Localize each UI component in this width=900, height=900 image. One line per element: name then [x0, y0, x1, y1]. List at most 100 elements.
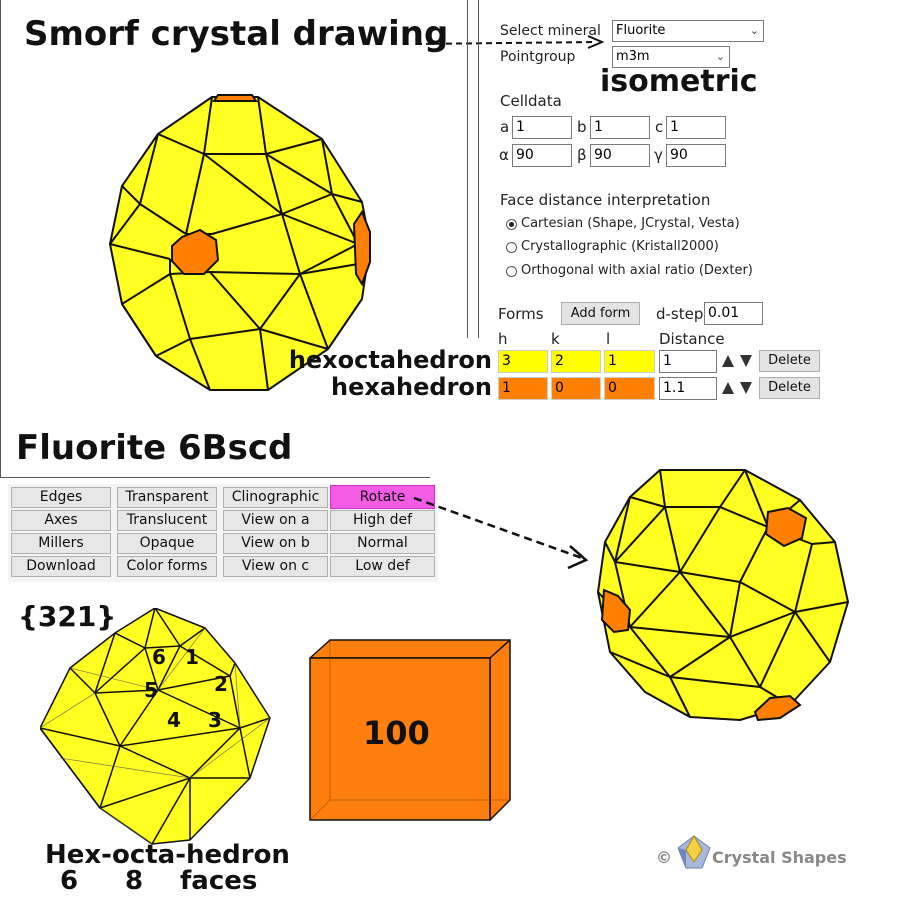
chevron-down-icon: ⌄	[749, 24, 759, 37]
copyright-text: ©Crystal Shapes	[656, 848, 847, 867]
cell-b-label: b	[577, 118, 587, 136]
radio-crystallographic-label: Crystallographic (Kristall2000)	[521, 239, 719, 254]
low-def-button[interactable]: Low def	[330, 556, 435, 577]
col-k-header: k	[551, 330, 560, 348]
left-border	[0, 0, 1, 478]
cell-beta-label: β	[577, 146, 587, 164]
dashed-arrow-rotate	[413, 496, 589, 570]
cube-drawing	[309, 639, 511, 821]
down-arrow-icon	[740, 382, 752, 394]
dstep-input[interactable]: 0.01	[704, 302, 763, 325]
face-number-4: 4	[167, 708, 181, 732]
faces-count-6: 6	[60, 866, 79, 896]
miller-321-label: {321}	[18, 600, 117, 633]
cell-alpha-input[interactable]: 90	[512, 144, 572, 167]
radio-orthogonal[interactable]: Orthogonal with axial ratio (Dexter)	[506, 263, 826, 283]
cell-beta-input[interactable]: 90	[590, 144, 650, 167]
col-h-header: h	[498, 330, 508, 348]
millers-button[interactable]: Millers	[11, 533, 111, 554]
hexahedron-annotation: hexahedron	[331, 373, 492, 401]
panel-divider	[467, 0, 468, 338]
face-number-2: 2	[214, 672, 228, 696]
pointgroup-label: Pointgroup	[500, 49, 576, 65]
high-def-button[interactable]: High def	[330, 510, 435, 531]
isometric-annotation: isometric	[600, 64, 758, 99]
radio-button[interactable]	[506, 266, 517, 277]
clinographic-button[interactable]: Clinographic	[223, 487, 328, 508]
cell-b-input[interactable]: 1	[590, 116, 650, 139]
add-form-button[interactable]: Add form	[561, 302, 640, 325]
dashed-arrow-title	[415, 35, 605, 49]
rotate-button[interactable]: Rotate	[330, 485, 435, 509]
face-number-1: 1	[185, 645, 199, 669]
axes-button[interactable]: Axes	[11, 510, 111, 531]
form2-stepper[interactable]	[721, 381, 755, 395]
hexoctahedron-annotation: hexoctahedron	[288, 346, 492, 374]
cell-c-input[interactable]: 1	[666, 116, 726, 139]
radio-orthogonal-label: Orthogonal with axial ratio (Dexter)	[521, 263, 753, 278]
face-number-5: 5	[144, 678, 158, 702]
pointgroup-select-value: m3m	[616, 49, 650, 64]
faces-word: faces	[180, 866, 258, 896]
form2-k-input[interactable]: 0	[551, 377, 601, 400]
normal-button[interactable]: Normal	[330, 533, 435, 554]
form2-delete-button[interactable]: Delete	[759, 377, 820, 399]
down-arrow-icon	[740, 355, 752, 367]
hexocta-caption: Hex-octa-hedron	[45, 840, 290, 870]
translucent-button[interactable]: Translucent	[117, 510, 217, 531]
crystal-shapes-logo-icon	[677, 834, 711, 869]
radio-button-selected[interactable]	[506, 219, 517, 230]
face-distance-label: Face distance interpretation	[500, 191, 711, 209]
form2-distance-input[interactable]: 1.1	[659, 377, 717, 400]
cell-gamma-label: γ	[654, 146, 663, 164]
pointgroup-select[interactable]: m3m ⌄	[612, 46, 730, 68]
view-on-c-button[interactable]: View on c	[223, 556, 328, 577]
form2-h-input[interactable]: 1	[498, 377, 548, 400]
form1-h-input[interactable]: 3	[498, 350, 548, 373]
faces-count-8: 8	[125, 866, 144, 896]
cell-a-label: a	[500, 118, 510, 136]
mineral-select[interactable]: Fluorite ⌄	[612, 20, 764, 42]
forms-label: Forms	[498, 305, 544, 323]
up-arrow-icon	[722, 355, 734, 367]
edges-button[interactable]: Edges	[11, 487, 111, 508]
radio-cartesian[interactable]: Cartesian (Shape, JCrystal, Vesta)	[506, 216, 826, 236]
view-on-a-button[interactable]: View on a	[223, 510, 328, 531]
download-button[interactable]: Download	[11, 556, 111, 577]
opaque-button[interactable]: Opaque	[117, 533, 217, 554]
form1-stepper[interactable]	[721, 354, 755, 368]
celldata-label: Celldata	[500, 92, 562, 110]
cell-a-input[interactable]: 1	[512, 116, 572, 139]
grid-top-border	[0, 477, 430, 478]
cell-gamma-input[interactable]: 90	[666, 144, 726, 167]
col-l-header: l	[606, 330, 611, 348]
dstep-label: d-step	[656, 305, 704, 323]
form1-k-input[interactable]: 2	[551, 350, 601, 373]
face-number-3: 3	[208, 708, 222, 732]
form1-l-input[interactable]: 1	[604, 350, 655, 373]
form1-distance-input[interactable]: 1	[659, 350, 717, 373]
fluorite-title: Fluorite 6Bscd	[16, 428, 293, 468]
cell-alpha-label: α	[499, 146, 509, 164]
select-mineral-label: Select mineral	[500, 23, 601, 39]
main-title: Smorf crystal drawing	[24, 14, 449, 54]
color-forms-button[interactable]: Color forms	[117, 556, 217, 577]
radio-button[interactable]	[506, 242, 517, 253]
mineral-select-value: Fluorite	[616, 23, 666, 38]
chevron-down-icon: ⌄	[715, 50, 725, 63]
crystal-drawing-rotated[interactable]	[590, 462, 852, 724]
view-on-b-button[interactable]: View on b	[223, 533, 328, 554]
button-grid: Edges Transparent Clinographic Rotate Ax…	[8, 484, 438, 582]
form2-l-input[interactable]: 0	[604, 377, 655, 400]
crystal-drawing-main[interactable]	[100, 94, 380, 394]
hexoctahedron-drawing	[40, 608, 271, 845]
transparent-button[interactable]: Transparent	[117, 487, 217, 508]
radio-crystallographic[interactable]: Crystallographic (Kristall2000)	[506, 239, 826, 259]
radio-cartesian-label: Cartesian (Shape, JCrystal, Vesta)	[521, 216, 740, 231]
form1-delete-button[interactable]: Delete	[759, 350, 820, 372]
cube-face-label: 100	[363, 714, 430, 752]
up-arrow-icon	[722, 382, 734, 394]
face-number-6: 6	[152, 645, 166, 669]
cell-c-label: c	[655, 118, 664, 136]
col-distance-header: Distance	[659, 330, 725, 348]
